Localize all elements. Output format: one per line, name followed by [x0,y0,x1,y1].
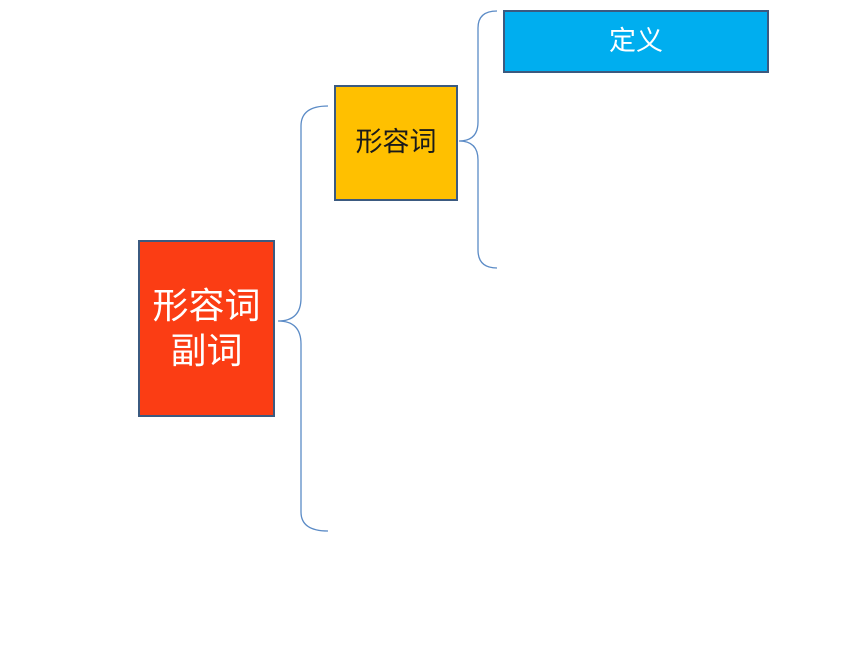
adjective-node[interactable]: 形容词 [334,85,458,201]
definition-node[interactable]: 定义 [503,10,769,73]
root-line-2: 副词 [170,330,243,372]
adjective-label: 形容词 [355,127,437,159]
root-brace [277,105,329,532]
root-node[interactable]: 形容词 副词 [138,240,275,417]
definition-label: 定义 [609,25,663,57]
child-brace [458,10,498,269]
root-line-1: 形容词 [152,285,261,327]
